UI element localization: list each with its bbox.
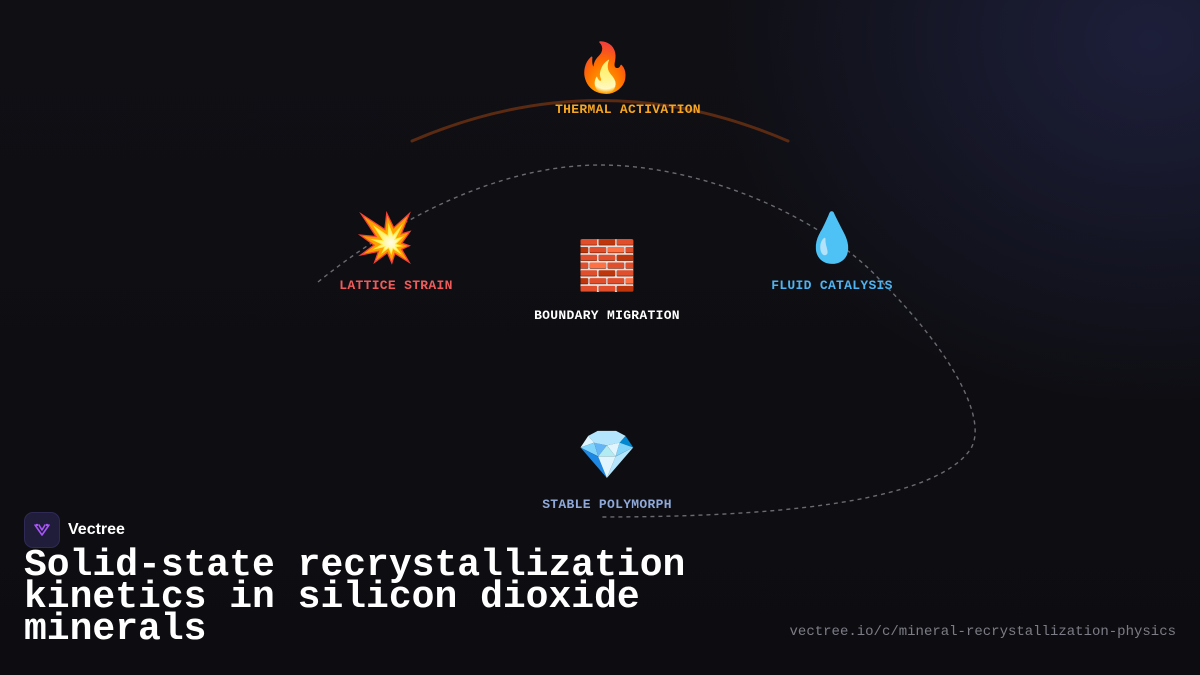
fire-icon: 🔥 (575, 40, 635, 96)
node-label: STABLE POLYMORPH (542, 497, 672, 512)
brand-name: Vectree (68, 521, 125, 538)
brand: Vectree (24, 512, 125, 548)
node-stable-polymorph: 💎 STABLE POLYMORPH (536, 427, 678, 514)
node-label: FLUID CATALYSIS (771, 278, 893, 293)
node-fluid-catalysis: 💧 FLUID CATALYSIS (765, 210, 899, 295)
page-title: Solid-state recrystallization kinetics i… (24, 544, 686, 651)
node-lattice-strain: 💥 LATTICE STRAIN (311, 210, 458, 295)
gem-icon: 💎 (577, 427, 637, 483)
source-url: vectree.io/c/mineral-recrystallization-p… (789, 624, 1176, 640)
droplet-icon: 💧 (802, 210, 862, 266)
brick-icon: 🧱 (577, 238, 637, 294)
vectree-logo-icon (24, 512, 60, 548)
node-label: LATTICE STRAIN (339, 278, 453, 293)
process-loop (317, 164, 976, 518)
thermal-arc (410, 99, 790, 143)
node-boundary-migration: 🧱 BOUNDARY MIGRATION (528, 238, 686, 325)
node-label: BOUNDARY MIGRATION (534, 308, 680, 323)
collision-icon: 💥 (355, 210, 415, 266)
node-label: THERMAL ACTIVATION (555, 102, 701, 117)
node-thermal-activation: 🔥 THERMAL ACTIVATION (503, 40, 707, 119)
